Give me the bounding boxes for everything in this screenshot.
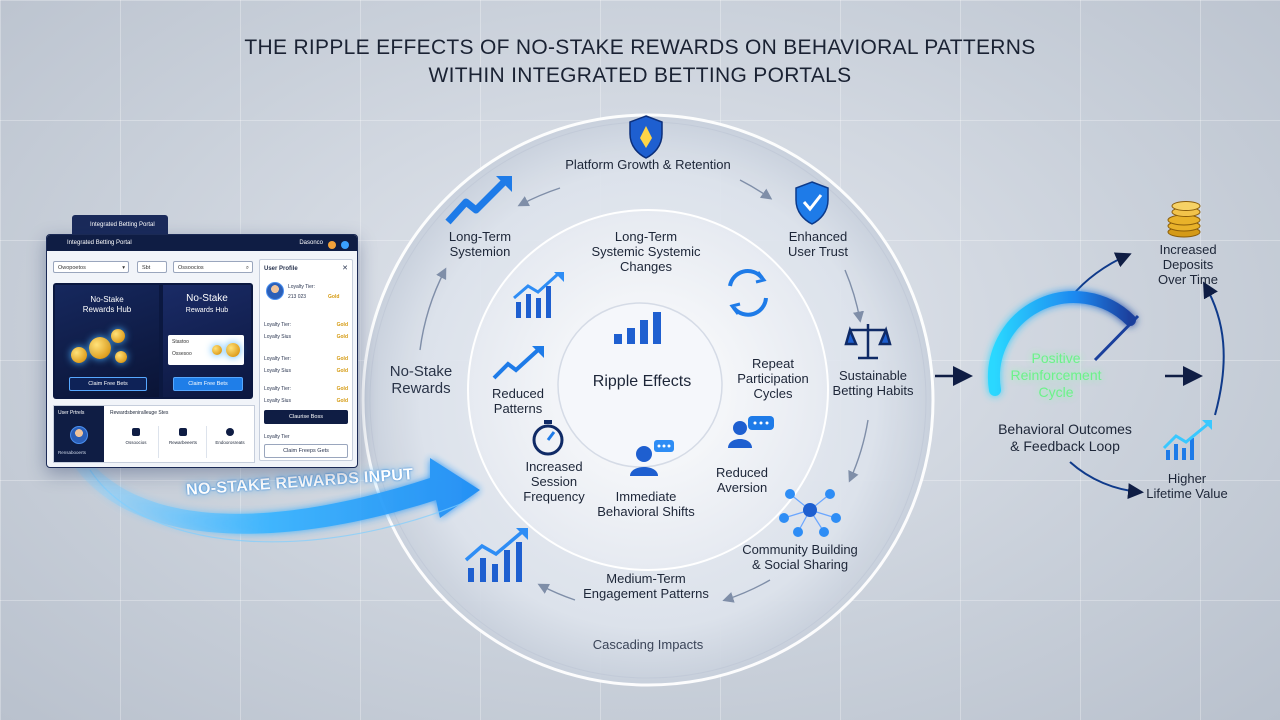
refresh-cycle-icon (728, 269, 768, 317)
bottom-user-card[interactable]: User Prtrels Rensabooerts (54, 406, 104, 462)
portal-header-user[interactable]: Dasonco (299, 240, 323, 246)
input-arrow-trail (89, 469, 471, 543)
portal-window-tab[interactable]: Integrated Betting Portal (72, 215, 168, 235)
title-line-2: WITHIN INTEGRATED BETTING PORTALS (428, 64, 852, 87)
reward-mini-card: Stastoo Ossesoo (168, 335, 244, 365)
claim-free-bets-button[interactable]: Claim Free Bets (69, 377, 147, 391)
trend-up-arrow-icon (445, 176, 512, 225)
notification-icon[interactable] (328, 241, 336, 249)
outer-top-label: Platform Growth & Retention (565, 157, 731, 172)
flow-arrow-right (844, 269, 864, 323)
cascading-impacts-label: Cascading Impacts (592, 637, 704, 652)
coin-icon (226, 343, 240, 357)
avatar (70, 426, 88, 444)
item-icon (179, 428, 187, 436)
account-icon[interactable] (341, 241, 349, 249)
profile-row: Loyalty Tier:Gold (264, 356, 348, 362)
flow-arrow-left (419, 267, 447, 351)
profile-row: Loyalty Tier:Gold (264, 322, 348, 328)
loop-arrow-up-right (1203, 281, 1225, 416)
coin-icon (71, 347, 87, 363)
loop-arrow-bottom (1069, 461, 1144, 500)
flow-arrow-top-left (517, 187, 561, 207)
portal-dropdown-1[interactable]: Owopoetos ▾ (53, 261, 129, 273)
item-icon (132, 428, 140, 436)
lifetime-trend-icon (1162, 420, 1212, 460)
bottom-item[interactable]: Endoorosreats (208, 426, 252, 458)
gauge-needle (1093, 314, 1140, 362)
coin-icon (115, 351, 127, 363)
bottom-item[interactable]: Rewarbeeerts (160, 426, 207, 458)
input-arrow (60, 430, 480, 534)
rewards-bottom-panel: User Prtrels Rensabooerts Rewardsbeniral… (53, 405, 255, 463)
loop-arrow-up-left (1071, 252, 1132, 297)
bottom-item[interactable]: Ossoocios (114, 426, 159, 458)
reinforcement-gauge (987, 291, 1136, 396)
balance-scale-icon (844, 324, 892, 360)
flow-arrow-bottom-left (537, 583, 576, 601)
portal-header-title: Integrated Betting Portal (67, 240, 132, 246)
flow-arrow-bottom-right (722, 579, 771, 603)
profile-claim-footer-button[interactable]: Claim Freeps Gets (264, 444, 348, 458)
chevron-down-icon: ▾ (122, 265, 125, 271)
profile-row: Loyalty Tier:Gold (264, 386, 348, 392)
bar-chart-icon (513, 272, 564, 318)
flow-arrow-right-low (848, 419, 869, 483)
portal-header: Integrated Betting Portal Dasonco (47, 235, 357, 251)
inner-ring (557, 302, 723, 468)
community-building-label: Community Building& Social Sharing (742, 542, 858, 572)
portal-search-input[interactable]: Ossoocios ⌕ (173, 261, 253, 273)
stopwatch-icon (532, 420, 564, 456)
title-line-1: THE RIPPLE EFFECTS OF NO-STAKE REWARDS O… (244, 36, 1036, 59)
network-community-icon (779, 489, 841, 537)
coin-icon (212, 345, 222, 355)
close-icon[interactable]: ✕ (342, 265, 348, 272)
behavioral-outcomes-label: Behavioral Outcomes& Feedback Loop (998, 421, 1132, 454)
ripple-effects-center-label: Ripple Effects (592, 373, 692, 390)
user-chat-icon (630, 440, 674, 476)
claim-free-bets-primary-button[interactable]: Claim Free Bets (173, 377, 243, 391)
search-icon: ⌕ (245, 265, 249, 271)
page-title: THE RIPPLE EFFECTS OF NO-STAKE REWARDS O… (0, 34, 1280, 90)
ripple-bars-icon (614, 312, 661, 344)
bottom-panel-title: Rewardsbeniralleuge Stes (110, 410, 169, 416)
profile-claim-button[interactable]: Claurise Boss (264, 410, 348, 424)
growth-chart-icon (464, 528, 528, 582)
chat-icon (226, 428, 234, 436)
betting-portal-window: Integrated Betting Portal Dasonco Owopoe… (46, 234, 358, 468)
coin-stack-icon (1167, 201, 1201, 238)
profile-title: User Profile (264, 266, 298, 272)
user-bubble-icon (728, 416, 774, 448)
coin-icon (111, 329, 125, 343)
portal-dropdown-2[interactable]: Sbt (137, 261, 167, 273)
shield-icon (629, 115, 663, 159)
flow-arrow-top-right (739, 179, 773, 200)
trend-small-icon (492, 346, 544, 380)
coin-icon (89, 337, 111, 359)
shield-check-icon (795, 181, 829, 225)
avatar (266, 282, 284, 300)
user-profile-panel: User Profile ✕ Loyalty Tier: 213 023 Gol… (259, 259, 353, 461)
